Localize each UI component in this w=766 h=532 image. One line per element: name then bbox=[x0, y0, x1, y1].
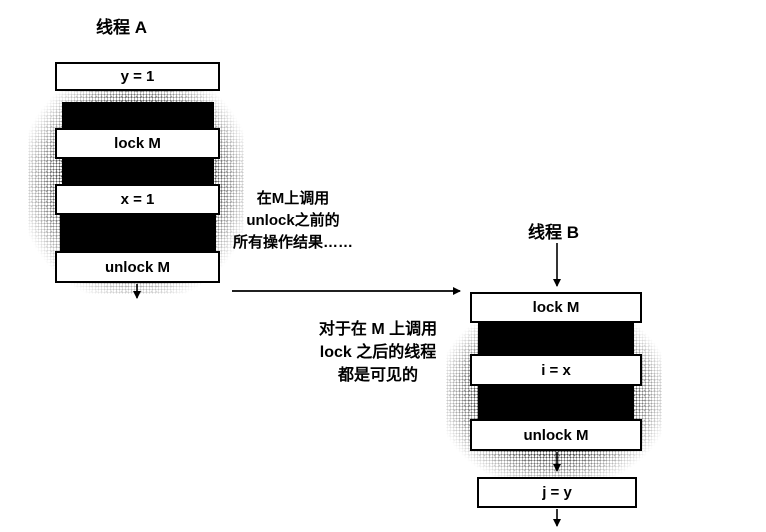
annotation-before-line3: 所有操作结果…… bbox=[232, 233, 353, 251]
thread-a-band-3 bbox=[60, 214, 216, 252]
thread-a-step-y1: y = 1 bbox=[55, 62, 220, 91]
annotation-before-line1: 在M上调用 bbox=[256, 190, 330, 207]
thread-b-step-ix-label: i = x bbox=[541, 361, 571, 379]
thread-a-step-x1: x = 1 bbox=[55, 184, 220, 215]
annotation-before-unlock: 在M上调用 unlock之前的 所有操作结果…… bbox=[212, 188, 374, 253]
thread-a-band-2 bbox=[62, 158, 214, 185]
thread-a-title: 线程 A bbox=[96, 18, 147, 37]
thread-b-step-lock-label: lock M bbox=[532, 299, 580, 316]
annotation-after-lock: 对于在 M 上调用 lock 之后的线程 都是可见的 bbox=[286, 318, 470, 388]
thread-b-step-ix: i = x bbox=[470, 354, 642, 386]
annotation-before-line2: unlock之前的 bbox=[246, 211, 340, 229]
thread-a-step-y1-label: y = 1 bbox=[120, 68, 155, 85]
thread-b-step-unlock-label: unlock M bbox=[523, 426, 589, 444]
thread-b-band-2 bbox=[478, 385, 634, 420]
thread-a-band-1 bbox=[62, 102, 214, 128]
thread-a-step-unlock-label: unlock M bbox=[104, 258, 170, 276]
thread-a-step-lock: lock M bbox=[55, 128, 220, 159]
thread-b-step-jy-label: j = y bbox=[542, 484, 572, 501]
thread-b-step-lock: lock M bbox=[470, 292, 642, 323]
annotation-after-line3: 都是可见的 bbox=[337, 367, 418, 385]
annotation-after-line2: lock 之后的线程 bbox=[319, 344, 437, 362]
thread-a-step-x1-label: x = 1 bbox=[120, 191, 155, 208]
thread-a-step-unlock: unlock M bbox=[55, 251, 220, 283]
thread-b-band-1 bbox=[478, 322, 634, 355]
thread-b-step-unlock: unlock M bbox=[470, 419, 642, 451]
annotation-after-line1: 对于在 M 上调用 bbox=[318, 321, 438, 338]
thread-a-step-lock-label: lock M bbox=[114, 135, 161, 152]
thread-b-title: 线程 B bbox=[528, 223, 579, 242]
thread-b-step-jy: j = y bbox=[477, 477, 637, 508]
